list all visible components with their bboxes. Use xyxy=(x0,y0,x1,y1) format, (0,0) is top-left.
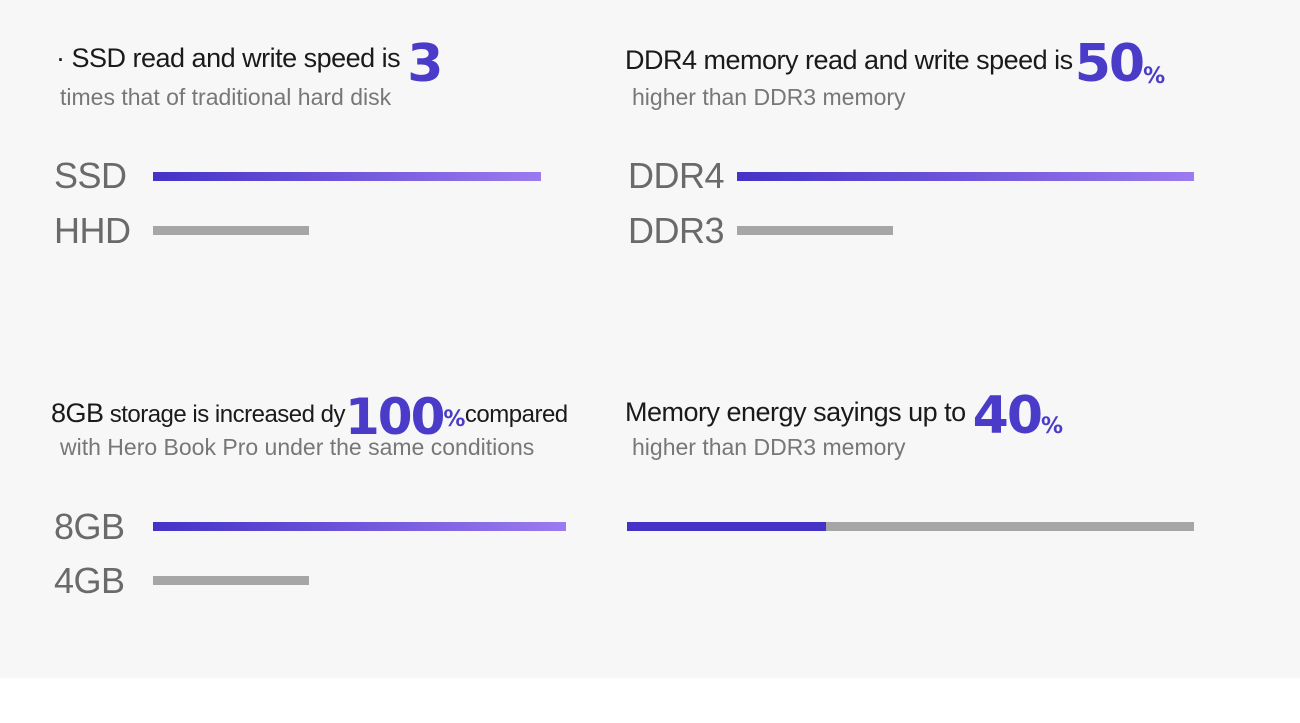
8gb-bar-label: 8GB xyxy=(54,506,125,547)
ddr4-headline-text: DDR4 memory read and write speed is xyxy=(625,45,1073,75)
8gb-bar xyxy=(153,522,566,531)
hhd-bar-label: HHD xyxy=(54,210,131,251)
ddr4-headline-unit: % xyxy=(1143,64,1165,89)
ssd-headline-text: · SSD read and write speed is xyxy=(56,43,408,73)
energy-remaining-bar xyxy=(826,522,1194,531)
ddr4-headline: DDR4 memory read and write speed is50% xyxy=(625,38,1165,90)
ddr4-bar xyxy=(737,172,1194,181)
storage-headline-unit: % xyxy=(443,407,465,432)
ssd-bar xyxy=(153,172,541,181)
feature-panel: · SSD read and write speed is 3 times th… xyxy=(51,38,1194,601)
4gb-bar-label: 4GB xyxy=(54,560,125,601)
energy-headline-text: Memory energy sayings up to xyxy=(625,397,973,427)
energy-subtitle: higher than DDR3 memory xyxy=(632,434,906,460)
energy-headline-unit: % xyxy=(1041,414,1063,439)
hhd-bar xyxy=(153,226,309,235)
storage-subtitle: with Hero Book Pro under the same condit… xyxy=(60,434,535,460)
storage-headline-text: storage is increased dy xyxy=(103,401,346,428)
storage-headline-number: 100 xyxy=(345,388,445,446)
ddr4-headline-number: 50 xyxy=(1074,34,1145,94)
storage-headline-size: 8GB xyxy=(51,398,104,428)
ssd-subtitle: times that of traditional hard disk xyxy=(60,84,392,110)
ddr3-bar xyxy=(737,226,893,235)
ddr4-subtitle: higher than DDR3 memory xyxy=(632,84,906,110)
energy-saving-bar xyxy=(627,522,826,531)
ddr3-bar-label: DDR3 xyxy=(628,210,725,251)
storage-headline: 8GB storage is increased dy100%compared xyxy=(51,392,568,442)
ssd-bar-label: SSD xyxy=(54,155,127,196)
ssd-headline: · SSD read and write speed is 3 xyxy=(56,38,443,90)
ssd-headline-number: 3 xyxy=(407,34,443,94)
storage-headline-suffix: compared xyxy=(464,401,568,428)
ddr4-bar-label: DDR4 xyxy=(628,155,725,196)
energy-headline-number: 40 xyxy=(972,386,1043,446)
energy-headline: Memory energy sayings up to 40% xyxy=(625,390,1063,442)
4gb-bar xyxy=(153,576,309,585)
